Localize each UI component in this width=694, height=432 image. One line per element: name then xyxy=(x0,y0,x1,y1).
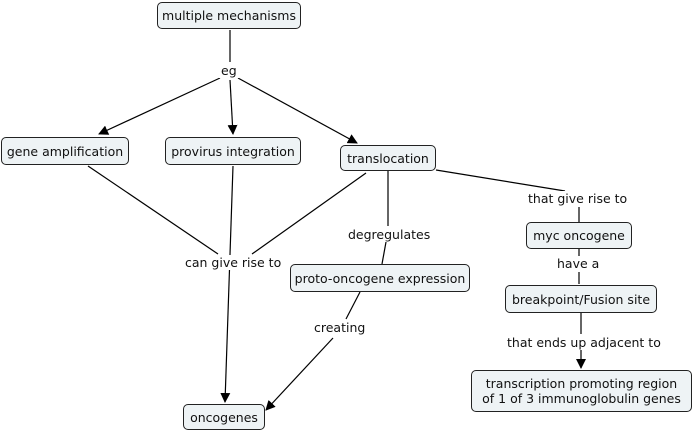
node-translocation[interactable]: translocation xyxy=(340,145,436,171)
link-label-that-give-rise-to: that give rise to xyxy=(526,191,630,206)
link-label-eg: eg xyxy=(219,63,239,78)
connector-provirus-oncogenes xyxy=(220,165,234,403)
link-label-that-ends-up-adjacent-to: that ends up adjacent to xyxy=(505,335,663,350)
node-proto-oncogene-expression[interactable]: proto-oncogene expression xyxy=(290,264,470,292)
connector-proto-oncogene-creating xyxy=(345,291,361,320)
link-label-can-give-rise-to: can give rise to xyxy=(183,255,284,270)
node-myc-oncogene[interactable]: myc oncogene xyxy=(526,222,632,249)
node-oncogenes[interactable]: oncogenes xyxy=(183,404,265,430)
node-multiple-mechanisms[interactable]: multiple mechanisms xyxy=(157,2,301,29)
node-transcription-promoting-region[interactable]: transcription promoting region of 1 of 3… xyxy=(471,370,692,412)
connector-translocation-that-give-rise xyxy=(435,169,566,192)
link-label-have-a: have a xyxy=(555,256,602,271)
link-label-degregulates: degregulates xyxy=(346,227,433,242)
connector-eg-provirus-integration xyxy=(227,79,238,135)
connector-creating-oncogenes xyxy=(265,337,334,411)
link-label-creating: creating xyxy=(312,320,368,335)
connector-degregulates-proto-oncogene xyxy=(381,241,387,265)
node-gene-amplification[interactable]: gene amplification xyxy=(1,137,129,165)
connector-eg-gene-amplification xyxy=(98,77,221,135)
connector-translocation-can-give-rise xyxy=(251,172,367,255)
node-provirus-integration[interactable]: provirus integration xyxy=(165,137,301,165)
node-breakpoint-fusion-site[interactable]: breakpoint/Fusion site xyxy=(505,285,657,313)
connector-eg-translocation xyxy=(237,77,358,144)
connector-gene-amplification-can-give-rise xyxy=(87,165,219,255)
